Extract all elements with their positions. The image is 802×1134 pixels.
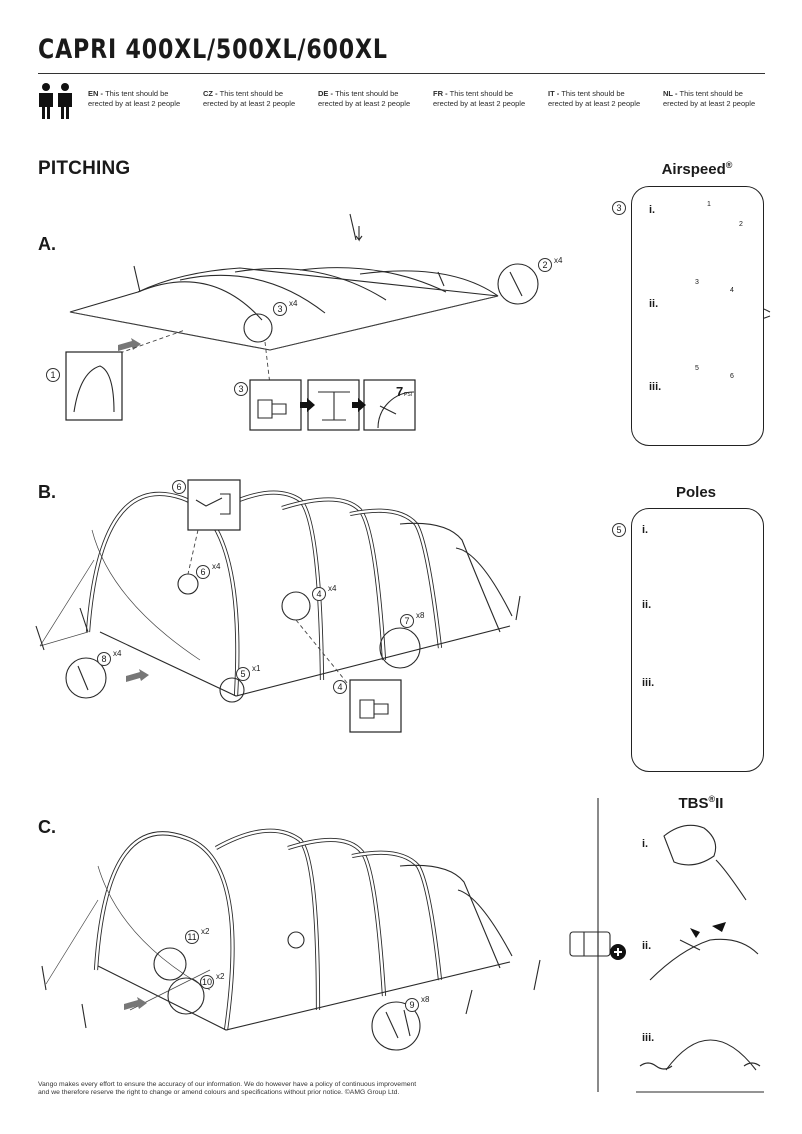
callout-a-2: 2	[538, 258, 552, 272]
airspeed-sub-3: 3	[695, 279, 699, 286]
lang-code: NL	[663, 89, 673, 98]
tbs-drawings	[569, 824, 761, 1071]
callout-c-10: 10	[200, 975, 214, 989]
tbs-title-text: TBS	[678, 795, 709, 812]
callout-c-11-mult: x2	[201, 927, 210, 936]
lang-code: CZ	[203, 89, 213, 98]
callout-c-9: 9	[405, 998, 419, 1012]
airspeed-sub-1: 1	[707, 201, 711, 208]
gauge-value: 7	[396, 384, 404, 399]
callout-a-3-mult: x4	[289, 299, 298, 308]
airspeed-step-ii: ii.	[649, 298, 659, 310]
footer-disclaimer: Vango makes every effort to ensure the a…	[38, 1081, 518, 1098]
airspeed-panel-ref: 3	[612, 201, 626, 215]
callout-c-9-mult: x8	[421, 995, 430, 1004]
notice-en: EN - This tent should be erected by at l…	[88, 89, 181, 108]
callout-a-1: 1	[46, 368, 60, 382]
notice-text: This tent should be erected by at least …	[433, 89, 526, 108]
notice-text: This tent should be erected by at least …	[663, 89, 756, 108]
callout-a-2-mult: x4	[554, 256, 563, 265]
callout-b-5-mult: x1	[252, 664, 261, 673]
airspeed-sub-2: 2	[739, 221, 743, 228]
step-b-label: B.	[38, 482, 56, 502]
airspeed-sub-6: 6	[730, 373, 734, 380]
step-c-label: C.	[38, 817, 56, 837]
section-title: PITCHING	[38, 158, 131, 179]
notice-cz: CZ - This tent should be erected by at l…	[203, 89, 296, 108]
callout-b-4-mult: x4	[328, 584, 337, 593]
poles-panel: i. ii. iii.	[631, 508, 764, 772]
tbs-title-suffix: II	[715, 795, 724, 812]
notice-de: DE - This tent should be erected by at l…	[318, 89, 411, 108]
callout-b-7-mult: x8	[416, 611, 425, 620]
lang-code: IT	[548, 89, 555, 98]
callout-c-10-mult: x2	[216, 972, 225, 981]
notice-text: This tent should be erected by at least …	[88, 89, 181, 108]
airspeed-panel: i. ii. iii. 1 2 3 4 5 6	[631, 186, 764, 446]
poles-step-ii: ii.	[642, 599, 652, 611]
airspeed-step-i: i.	[649, 204, 656, 216]
step-a-label: A.	[38, 234, 56, 254]
people-notice-row: EN - This tent should be erected by at l…	[88, 89, 778, 108]
notice-it: IT - This tent should be erected by at l…	[548, 89, 641, 108]
tbs-step-iii: iii.	[642, 1032, 655, 1044]
airspeed-sub-4: 4	[730, 287, 734, 294]
notice-fr: FR - This tent should be erected by at l…	[433, 89, 526, 108]
notice-nl: NL - This tent should be erected by at l…	[663, 89, 756, 108]
callout-b-4: 4	[312, 587, 326, 601]
notice-text: This tent should be erected by at least …	[548, 89, 641, 108]
lang-code: FR	[433, 89, 443, 98]
airspeed-sub-5: 5	[695, 365, 699, 372]
airspeed-title-text: Airspeed	[661, 161, 726, 178]
tbs-title: TBS®II	[662, 794, 740, 812]
poles-step-iii: iii.	[642, 677, 655, 689]
callout-b-8: 8	[97, 652, 111, 666]
callout-b-6-main: 6	[196, 565, 210, 579]
tbs-step-i: i.	[642, 838, 649, 850]
callout-b-4-detail: 4	[333, 680, 347, 694]
callout-b-7: 7	[400, 614, 414, 628]
gauge-unit: PSI	[404, 392, 413, 398]
callout-b-6: 6	[172, 480, 186, 494]
callout-b-8-mult: x4	[113, 649, 122, 658]
tbs-step-ii: ii.	[642, 940, 652, 952]
step-c-tent-drawing	[41, 828, 541, 1051]
lang-code: EN	[88, 89, 99, 98]
footer-line-2: and we therefore reserve the right to ch…	[38, 1089, 400, 1097]
airspeed-title: Airspeed®	[652, 160, 742, 178]
poles-step-i: i.	[642, 524, 649, 536]
callout-b-5: 5	[236, 667, 250, 681]
two-people-icon	[39, 83, 72, 119]
footer-line-1: Vango makes every effort to ensure the a…	[38, 1081, 417, 1088]
poles-title: Poles	[675, 484, 717, 501]
page-title: CAPRI 400XL/500XL/600XL	[38, 34, 388, 65]
callout-a-3: 3	[273, 302, 287, 316]
notice-text: This tent should be erected by at least …	[318, 89, 411, 108]
callout-c-11: 11	[185, 930, 199, 944]
airspeed-reg-mark: ®	[725, 160, 733, 170]
lang-code: DE	[318, 89, 329, 98]
title-divider	[38, 73, 765, 74]
notice-text: This tent should be erected by at least …	[203, 89, 296, 108]
poles-panel-ref: 5	[612, 523, 626, 537]
step-b-tent-drawing	[35, 479, 521, 733]
step-a-flat-tent-drawing	[65, 213, 539, 431]
airspeed-step-iii: iii.	[649, 381, 662, 393]
tbs-reg-mark: ®	[708, 794, 716, 804]
callout-a-3-detail: 3	[234, 382, 248, 396]
callout-b-6-mult: x4	[212, 562, 221, 571]
